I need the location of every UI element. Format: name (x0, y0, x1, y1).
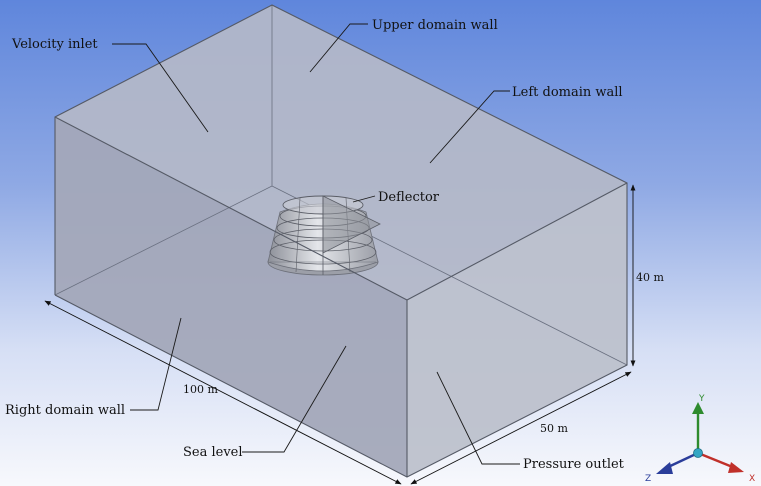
hidden-edge-left (54, 185, 273, 296)
pressure-outlet-label: Pressure outlet (523, 457, 625, 472)
coordinate-triad: Y X Z (645, 394, 755, 484)
triad-x-label: X (749, 474, 755, 484)
deflector-leader (352, 195, 376, 203)
length-dimension-line (44, 300, 402, 485)
deflector-model (267, 195, 381, 276)
right-domain-wall-label: Right domain wall (5, 403, 125, 418)
velocity-inlet-label: Velocity inlet (11, 37, 98, 52)
upper-domain-wall-leader (309, 23, 368, 73)
width-dimension-label: 50 m (540, 422, 568, 435)
height-dimension-label: 40 m (636, 271, 664, 284)
pressure-outlet-leader (436, 371, 520, 465)
sea-level-label: Sea level (183, 445, 243, 460)
upper-domain-wall-face (55, 5, 627, 300)
left-domain-wall-label: Left domain wall (512, 85, 623, 100)
domain-box-edges (54, 4, 628, 478)
length-dimension-label: 100 m (183, 383, 218, 396)
right-domain-wall-leader (130, 317, 182, 411)
triad-y-label: Y (698, 394, 705, 404)
sea-level-leader (242, 345, 347, 453)
velocity-inlet-leader (112, 43, 209, 133)
triad-z-label: Z (645, 474, 651, 484)
upper-domain-wall-label: Upper domain wall (372, 18, 498, 33)
width-dimension-line (410, 371, 632, 485)
left-domain-wall-leader (429, 90, 510, 164)
deflector-label: Deflector (378, 190, 440, 205)
